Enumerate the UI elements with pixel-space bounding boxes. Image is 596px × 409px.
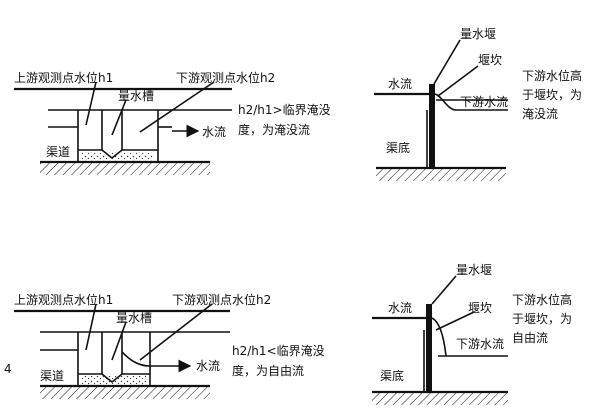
flume-label: 量水槽 <box>118 89 154 103</box>
condition-note-line2: 于堰坎，为 <box>512 312 572 326</box>
flume-label: 量水槽 <box>116 311 152 325</box>
bed-hatch <box>376 169 506 181</box>
flow-label: 水流 <box>388 301 412 315</box>
flow-label: 水流 <box>202 125 226 139</box>
crest-pointer <box>437 65 479 97</box>
condition-note-line2: 度，为自由流 <box>232 363 304 378</box>
flume-free-flow-diagram: 上游观测点水位h1 下游观测点水位h2 量水槽 水流 渠道 h2/h1<临界淹没… <box>4 292 325 399</box>
condition-note-line1: 下游水位高 <box>522 68 582 83</box>
flume-submerged-diagram: 上游观测点水位h1 下游观测点水位h2 量水槽 水流 渠道 h2/h1>临界淹没… <box>14 70 331 175</box>
flow-label: 水流 <box>196 359 220 373</box>
weir-plate <box>426 304 432 392</box>
nappe-curve <box>434 93 508 111</box>
downstream-pointer <box>139 303 213 361</box>
condition-note-line3: 淹没流 <box>522 106 558 121</box>
ground-hatch <box>40 387 210 399</box>
nappe-curve <box>431 317 447 357</box>
crest-pointer <box>435 311 475 331</box>
condition-note-line1: h2/h1<临界淹没 <box>232 343 325 358</box>
condition-note-line1: 下游水位高 <box>512 292 572 307</box>
upstream-pointer <box>85 81 97 126</box>
upstream-pointer <box>85 303 97 351</box>
downstream-pointer <box>139 81 215 133</box>
weir-pointer <box>433 39 461 85</box>
condition-note-line3: 自由流 <box>512 331 548 345</box>
crest-label: 堰坎 <box>478 53 502 67</box>
downstream-label: 下游观测点水位h2 <box>176 70 275 85</box>
upstream-label: 上游观测点水位h1 <box>14 70 113 85</box>
weir-submerged-diagram: 量水堰 堰坎 水流 下游水流 渠底 下游水位高 于堰坎，为 淹没流 <box>374 27 582 181</box>
weir-free-flow-diagram: 量水堰 堰坎 水流 下游水流 渠底 下游水位高 于堰坎，为 自由流 <box>372 263 572 405</box>
edge-mark: 4 <box>4 362 12 376</box>
bed-label: 渠底 <box>380 368 404 383</box>
weir-label: 量水堰 <box>460 27 496 41</box>
condition-note-line2: 于堰坎，为 <box>522 88 582 102</box>
upstream-label: 上游观测点水位h1 <box>14 292 113 307</box>
condition-note-line2: 度，为淹没流 <box>238 122 310 137</box>
downstream-flow-label: 下游水流 <box>456 337 504 351</box>
bed-label: 渠底 <box>386 140 410 155</box>
flume-pointer <box>111 99 127 136</box>
downstream-label: 下游观测点水位h2 <box>172 292 271 307</box>
condition-note-line1: h2/h1>临界淹没 <box>238 102 331 117</box>
flume-pointer <box>111 321 127 361</box>
water-surface-right <box>121 351 192 373</box>
channel-label: 渠道 <box>40 369 64 383</box>
crest-label: 堰坎 <box>468 301 492 315</box>
channel-label: 渠道 <box>46 145 70 159</box>
downstream-flow-label: 下游水流 <box>460 95 508 109</box>
flume-sand-bed <box>82 152 154 161</box>
flume-sand-bed <box>82 376 146 385</box>
weir-pointer <box>431 275 457 305</box>
weir-label: 量水堰 <box>456 263 492 277</box>
ground-hatch <box>40 163 210 175</box>
bed-hatch <box>372 393 508 405</box>
flow-label: 水流 <box>388 77 412 91</box>
weir-plate <box>429 84 435 168</box>
